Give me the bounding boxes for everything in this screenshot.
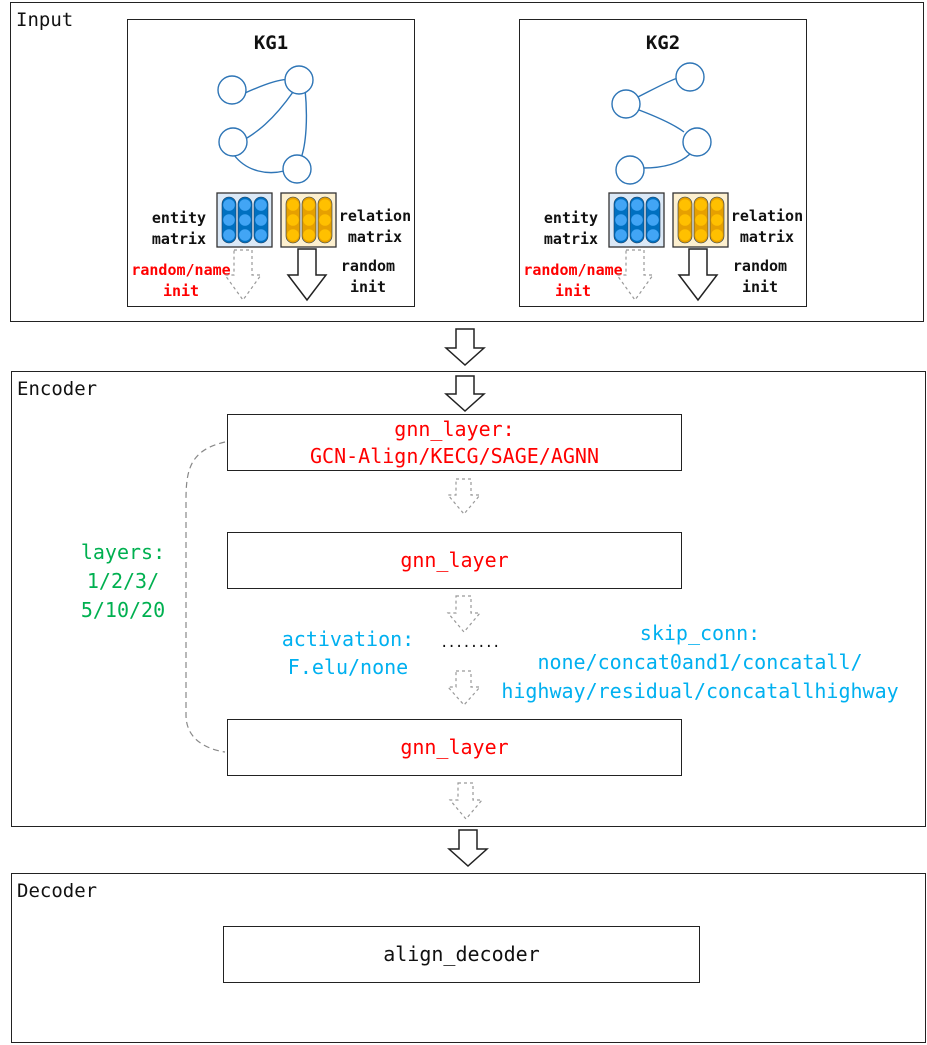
kg2-relation-matrix-cell xyxy=(694,213,708,227)
kg1-relation-matrix-cell xyxy=(318,228,332,242)
kg1-title: KG1 xyxy=(253,32,289,54)
kg2-title: KG2 xyxy=(645,32,681,54)
align-decoder-box: align_decoder xyxy=(223,926,700,983)
input-section-title: Input xyxy=(16,9,74,31)
kg2-entity-matrix-cell xyxy=(614,228,628,242)
kg1-entity-matrix-cell xyxy=(222,213,236,227)
kg2-entity-matrix-cell xyxy=(646,198,660,212)
kg1-node-4 xyxy=(282,154,312,184)
kg2-entity-matrix-cell xyxy=(614,213,628,227)
kg1-edge-4 xyxy=(233,154,285,174)
kg2-graph xyxy=(611,62,712,185)
kg1-relation-matrix-cell xyxy=(302,228,316,242)
kg1-entity-matrix-cell xyxy=(238,198,252,212)
ellipsis-dots: ........ xyxy=(440,635,500,651)
input-to-encoder-arrow-2 xyxy=(444,375,486,413)
kg2-entity-matrix-cell xyxy=(630,228,644,242)
kg2-node-4 xyxy=(615,155,645,185)
kg2-entity-matrix xyxy=(608,192,665,248)
encoder-to-decoder-arrow xyxy=(447,829,489,868)
kg1-relation-matrix-cell xyxy=(318,213,332,227)
kg1-relation-matrix-cell xyxy=(286,213,300,227)
decoder-section: Decoder xyxy=(11,873,926,1043)
kg2-relation-matrix xyxy=(672,192,729,248)
skip-conn-note: skip_conn: none/concat0and1/concatall/ h… xyxy=(501,621,899,703)
activation-note: activation: F.elu/none xyxy=(281,627,415,679)
decoder-section-title: Decoder xyxy=(17,880,98,902)
kg1-relation-init-arrow xyxy=(286,248,328,302)
kg1-edge-1 xyxy=(244,78,291,94)
gnn-layer-middle-box: gnn_layer xyxy=(227,532,682,589)
kg2-relation-matrix-cell xyxy=(678,228,692,242)
kg1-entity-matrix-cell xyxy=(222,198,236,212)
kg1-entity-matrix-cell xyxy=(222,228,236,242)
kg2-edge-2 xyxy=(638,109,685,133)
kg2-relation-matrix-cell xyxy=(678,213,692,227)
kg1-relation-matrix-cell xyxy=(302,213,316,227)
kg1-relation-matrix-cell xyxy=(286,198,300,212)
kg2-relation-matrix-cell xyxy=(678,198,692,212)
kg2-node-1 xyxy=(675,62,705,92)
kg2-entity-matrix-cell xyxy=(630,198,644,212)
kg1-node-2 xyxy=(284,65,314,95)
kg2-entity-init-arrow xyxy=(615,249,655,302)
kg2-edge-1 xyxy=(635,77,679,99)
kg2-entity-matrix-cell xyxy=(646,228,660,242)
kg1-node-3 xyxy=(218,127,248,157)
kg2-entity-matrix-cell xyxy=(614,198,628,212)
kg1-edge-2 xyxy=(246,91,294,139)
kg2-relation-matrix-cell xyxy=(710,213,724,227)
kg1-relation-matrix-cell xyxy=(318,198,332,212)
kg2-entity-matrix-cell xyxy=(630,213,644,227)
kg1-edge-3 xyxy=(300,88,308,159)
gnn-layer-first-box: gnn_layer: GCN-Align/KECG/SAGE/AGNN xyxy=(227,414,682,471)
encoder-dashed-arrow-2 xyxy=(446,595,482,633)
layers-loop-curve xyxy=(185,441,226,753)
kg1-relation-matrix-cell xyxy=(286,228,300,242)
input-to-encoder-arrow-1 xyxy=(444,328,486,367)
kg2-entity-matrix-cell xyxy=(646,213,660,227)
kg2-node-3 xyxy=(682,127,712,157)
kg1-entity-matrix-cell xyxy=(238,213,252,227)
encoder-section: Encoder xyxy=(11,371,926,827)
kg1-relation-matrix-cell xyxy=(302,198,316,212)
kg1-graph xyxy=(217,65,314,184)
kg2-node-2 xyxy=(611,89,641,119)
gnn-layer-last-box: gnn_layer xyxy=(227,719,682,776)
kg2-relation-matrix-cell xyxy=(694,228,708,242)
kg2-relation-matrix-cell xyxy=(710,228,724,242)
kg1-entity-matrix xyxy=(216,192,273,248)
kg1-entity-matrix-cell xyxy=(254,213,268,227)
kg1-entity-matrix-cell xyxy=(254,198,268,212)
kg1-entity-init-arrow xyxy=(223,249,263,302)
kg1-relation-matrix xyxy=(280,192,337,248)
encoder-dashed-arrow-3 xyxy=(446,670,482,706)
kg1-entity-matrix-cell xyxy=(254,228,268,242)
kg2-edge-3 xyxy=(642,153,691,169)
encoder-dashed-arrow-4 xyxy=(448,782,484,820)
input-section: Input xyxy=(10,2,924,322)
encoder-dashed-arrow-1 xyxy=(446,478,482,515)
layers-note: layers: 1/2/3/ 5/10/20 xyxy=(80,540,166,622)
encoder-section-title: Encoder xyxy=(17,378,98,400)
kg1-entity-matrix-cell xyxy=(238,228,252,242)
kg2-relation-matrix-cell xyxy=(710,198,724,212)
kg1-node-1 xyxy=(217,75,247,105)
kg2-relation-init-arrow xyxy=(677,248,719,302)
kg2-relation-matrix-cell xyxy=(694,198,708,212)
